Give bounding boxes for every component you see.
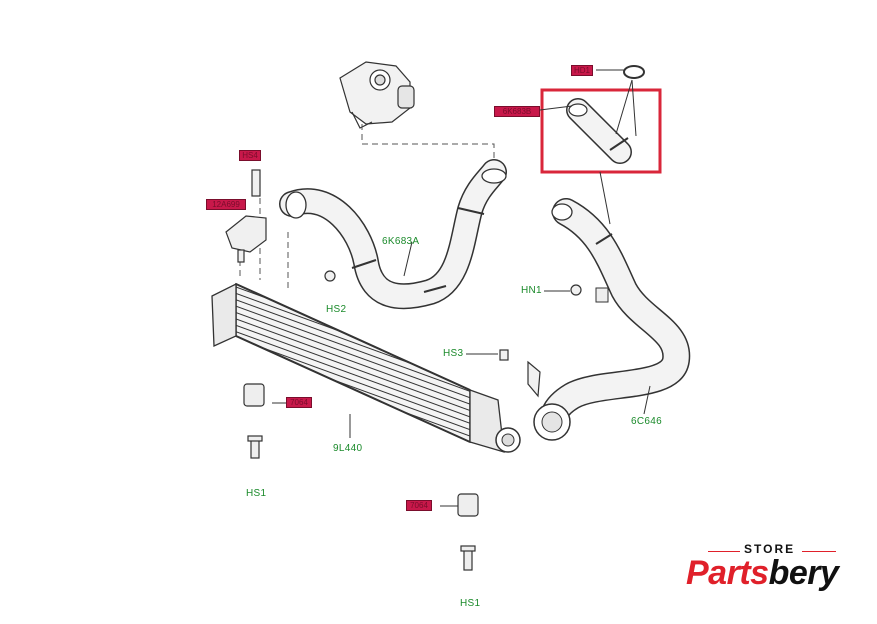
- highlight-box: [540, 88, 662, 174]
- tag-7064-left: 7064: [286, 397, 312, 408]
- label-hs3: HS3: [443, 348, 464, 359]
- tag-hd1: HD1: [571, 65, 593, 76]
- bush-left-illustration: [243, 383, 265, 407]
- brand-name-part2: bery: [768, 554, 839, 592]
- label-hs1-left: HS1: [246, 488, 267, 499]
- bolt-hs1-bottom-illustration: [460, 545, 476, 571]
- hose-6c646-illustration: [533, 198, 691, 441]
- bolt-hs1-left-illustration: [247, 435, 263, 459]
- brand-name: Partsbery: [686, 554, 839, 593]
- bush-bottom-illustration: [457, 493, 479, 517]
- hose-6k683b-illustration: [566, 98, 632, 164]
- screw-hs2-illustration: [324, 270, 336, 282]
- brand-store-text: STORE: [744, 542, 796, 556]
- bracket-illustration: [225, 169, 267, 263]
- label-hn1: HN1: [521, 285, 542, 296]
- brand-name-part1: Parts: [686, 554, 769, 592]
- label-6k683a: 6K683A: [382, 236, 420, 247]
- throttle-body-illustration: [339, 61, 415, 129]
- label-6c646: 6C646: [631, 416, 662, 427]
- brand-logo: STORE Partsbery: [686, 540, 856, 600]
- tag-12a699: 12A699: [206, 199, 246, 210]
- pointer-lines: [272, 69, 651, 507]
- label-hs1-bottom: HS1: [460, 598, 481, 609]
- nut-hn1-illustration: [570, 284, 582, 296]
- brand-line-right: [802, 551, 836, 552]
- screw-hs3-illustration: [499, 349, 541, 398]
- brand-line-left: [708, 551, 740, 552]
- tag-7064-bottom: 7064: [406, 500, 432, 511]
- tag-6k683b: 6K683B: [494, 106, 540, 117]
- clamp-illustration: [623, 65, 645, 79]
- label-9l440: 9L440: [333, 443, 363, 454]
- intercooler-illustration: [211, 282, 521, 453]
- label-hs2: HS2: [326, 304, 347, 315]
- tag-hs4: HS4: [239, 150, 261, 161]
- hose-6k683a-illustration: [279, 159, 507, 310]
